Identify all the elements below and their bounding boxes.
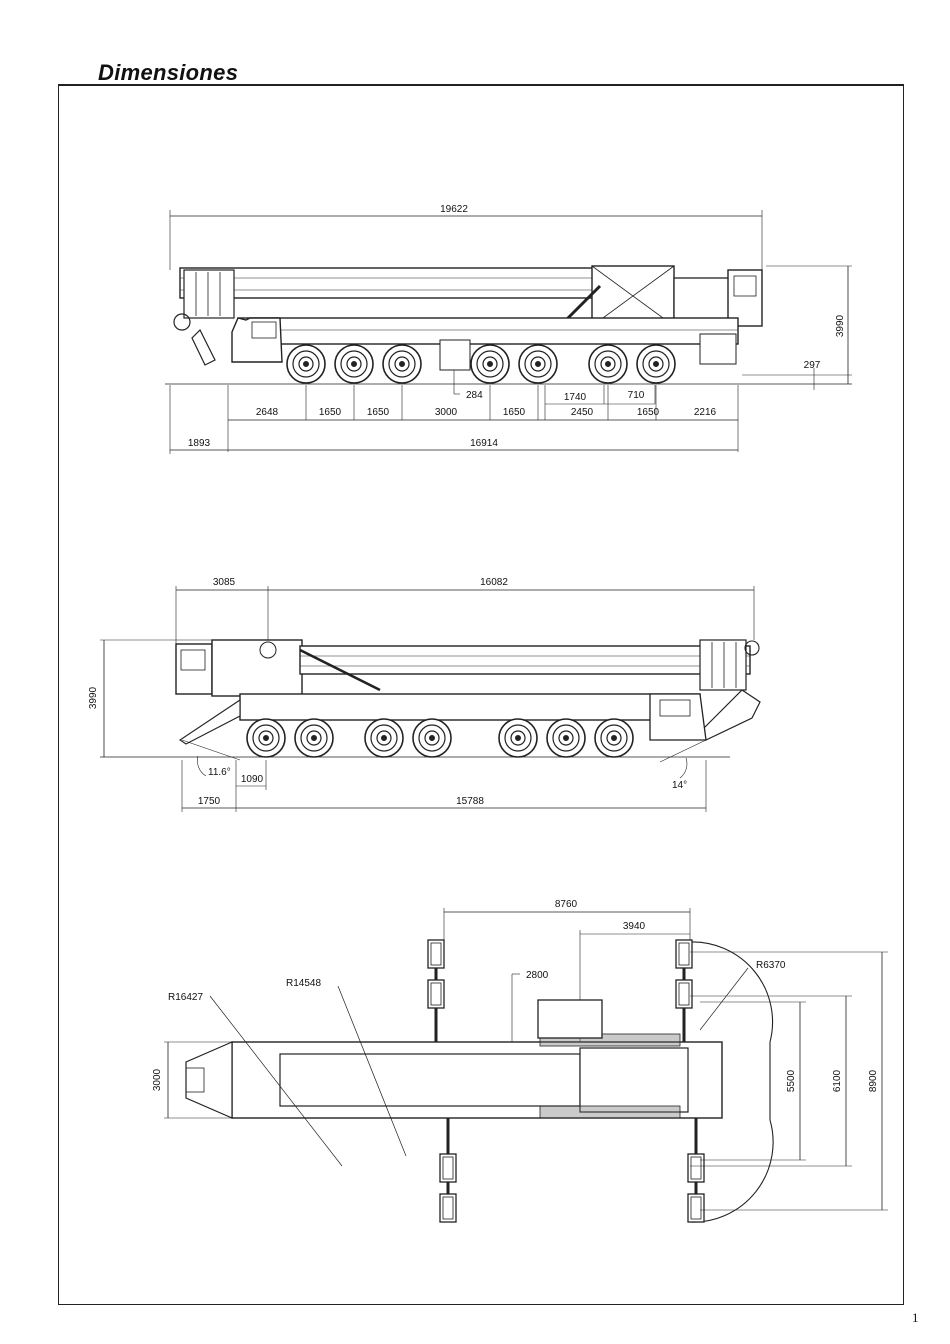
dim-710-label: 710 [628, 390, 645, 401]
title-bar: Dimensiones [58, 60, 904, 86]
axle-spacing-label: 1650 [367, 407, 390, 418]
rear-dim-label: 1090 [241, 774, 264, 785]
rear-length-label: 3085 [213, 577, 236, 588]
radius-2-label: R14548 [286, 978, 321, 989]
total-length-label: 15788 [456, 796, 484, 807]
axle-spacing-label: 2216 [694, 407, 717, 418]
side-view-2 [100, 586, 761, 812]
axle-spacing-label: 1650 [319, 407, 342, 418]
outrigger-span-label: 8760 [555, 899, 578, 910]
axle-spacing-label: 1650 [637, 407, 660, 418]
front-overhang-label: 1893 [188, 438, 211, 449]
side-view-1 [165, 210, 852, 454]
front-length-label: 16082 [480, 577, 508, 588]
radius-1-label: R16427 [168, 992, 203, 1003]
side-view-2-labels: 3085 16082 3990 11.6° 1090 14° 1750 1578… [88, 577, 687, 807]
overall-length-label: 19622 [440, 204, 468, 215]
side-view-1-labels: 19622 3990 297 284 1740 710 2648 1650 16… [188, 204, 846, 449]
width-label: 3000 [152, 1068, 163, 1091]
wheelbase-total-label: 16914 [470, 438, 498, 449]
ground-clearance-label: 297 [804, 360, 821, 371]
dim-2800-label: 2800 [526, 970, 549, 981]
height-label: 3990 [835, 314, 846, 337]
radius-counterweight-label: R6370 [756, 960, 786, 971]
axle-spacing-label: 3000 [435, 407, 458, 418]
page-number: 1 [912, 1310, 919, 1325]
departure-angle-label: 11.6° [208, 767, 231, 778]
page-title: Dimensiones [98, 60, 239, 85]
support-5500-label: 5500 [786, 1069, 797, 1092]
rear-overhang-label: 1750 [198, 796, 221, 807]
height-label: 3990 [88, 686, 99, 709]
support-8900-label: 8900 [868, 1069, 879, 1092]
page-frame [58, 84, 904, 1305]
axle-spacing-label: 1650 [503, 407, 526, 418]
axle-spacing-label: 2450 [571, 407, 594, 418]
top-view [164, 908, 888, 1223]
dim-3940-label: 3940 [623, 921, 646, 932]
top-view-labels: 8760 3940 2800 R6370 R16427 R14548 3000 … [152, 899, 879, 1092]
dim-1740-label: 1740 [564, 392, 587, 403]
clearance-mark-label: 284 [466, 390, 483, 401]
approach-angle-label: 14° [672, 780, 687, 791]
support-6100-label: 6100 [832, 1069, 843, 1092]
axle-spacing-label: 2648 [256, 407, 279, 418]
